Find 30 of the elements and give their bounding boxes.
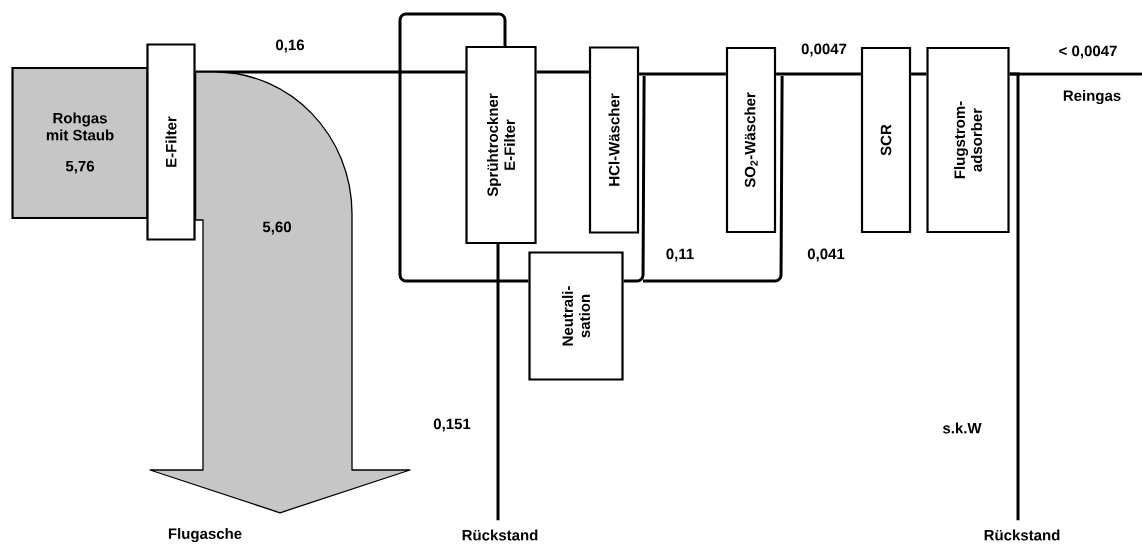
flow-line: [643, 76, 784, 283]
end-label: Flugasche: [168, 528, 242, 543]
edge-label: 0,0047: [799, 42, 849, 58]
edge-label: 0,151: [431, 417, 473, 433]
edge-label: s.k.W: [940, 421, 984, 435]
flow-line: [398, 12, 529, 283]
flow-line: [536, 70, 589, 74]
flow-line: [911, 72, 927, 76]
process-box: Flugstrom- adsorber: [926, 46, 1010, 234]
flow-line: [776, 72, 861, 76]
process-box: Sprühtrockner E-Filter: [465, 45, 537, 245]
text-label: Reingas: [1063, 90, 1121, 105]
process-box: Rohgas mit Staub 5,76: [11, 66, 149, 220]
flow-arrow: [149, 71, 411, 514]
flow-line: [639, 72, 726, 76]
edge-label: 0,16: [273, 38, 307, 54]
process-box: E-Filter: [146, 43, 196, 241]
end-label: Rückstand: [984, 529, 1060, 541]
edge-label: < 0,0047: [1057, 44, 1119, 60]
process-box: Neutrali- sation: [528, 251, 624, 381]
flow-line: [623, 76, 646, 283]
end-label: Rückstand: [462, 529, 538, 541]
edge-label: 5,60: [260, 220, 294, 236]
edge-label: 0,11: [664, 247, 696, 263]
flow-line: [496, 244, 500, 521]
edge-label: 0,041: [805, 247, 847, 263]
process-box: HCl-Wäscher: [588, 46, 640, 234]
flow-line: [1009, 72, 1020, 521]
process-box: SCR: [860, 46, 912, 234]
process-box: SO$_{2}$-Wäscher: [725, 46, 777, 234]
